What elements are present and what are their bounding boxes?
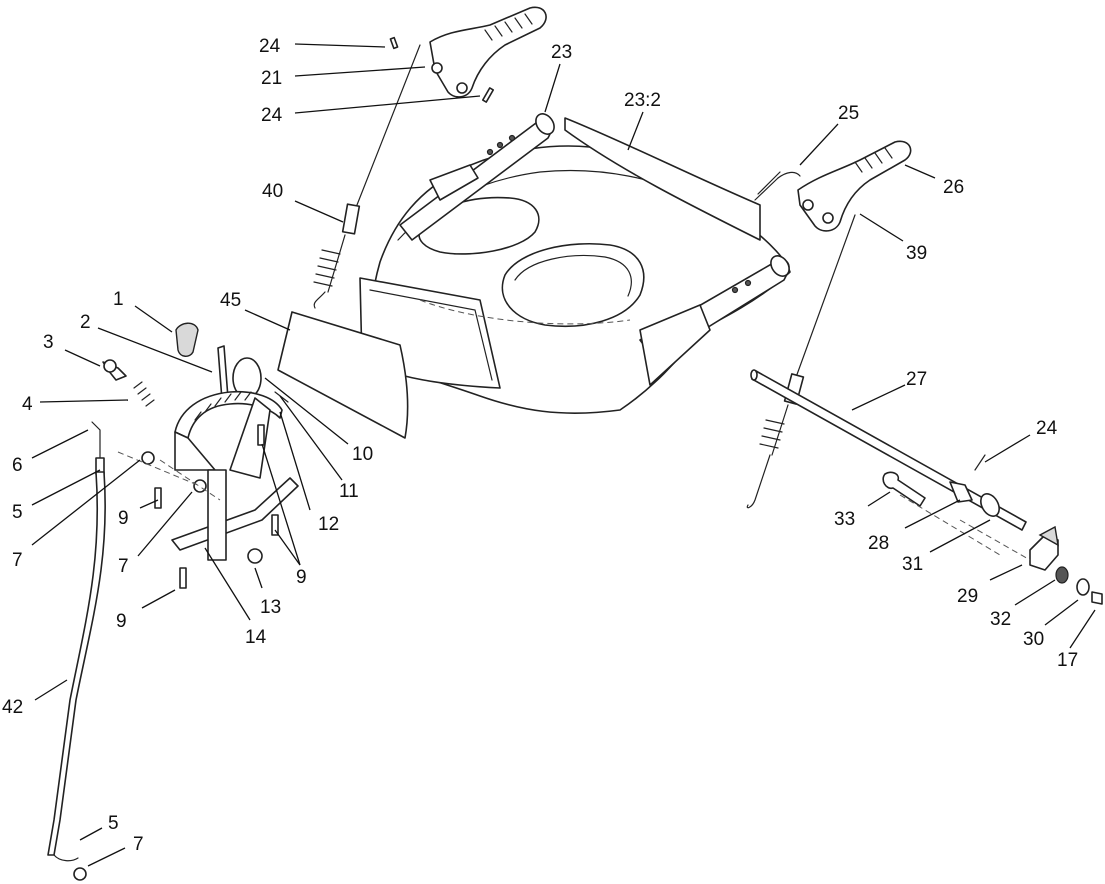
callout-32: 32 bbox=[990, 609, 1011, 630]
callout-28: 28 bbox=[868, 533, 889, 554]
callout-10: 10 bbox=[352, 444, 373, 465]
callout-29: 29 bbox=[957, 586, 978, 607]
callout-9: 9 bbox=[296, 567, 307, 588]
callout-24: 24 bbox=[261, 105, 283, 126]
callout-labels: 24 21 24 23 23:2 25 26 39 40 1 2 45 3 4 … bbox=[2, 36, 1078, 855]
callout-7: 7 bbox=[12, 550, 23, 571]
shift-lever-assembly bbox=[102, 322, 299, 589]
leader-lines bbox=[31, 43, 1096, 867]
callout-14: 14 bbox=[245, 627, 267, 648]
callout-11: 11 bbox=[339, 481, 359, 502]
right-bail-handle bbox=[746, 140, 912, 509]
callout-1: 1 bbox=[113, 289, 124, 310]
callout-25: 25 bbox=[838, 103, 859, 124]
callout-17: 17 bbox=[1057, 650, 1078, 671]
callout-5: 5 bbox=[12, 502, 23, 523]
callout-27: 27 bbox=[906, 369, 927, 390]
decal-panel bbox=[277, 311, 409, 439]
callout-9: 9 bbox=[116, 611, 127, 632]
upper-handle-right bbox=[639, 255, 790, 386]
callout-24: 24 bbox=[259, 36, 281, 57]
callout-13: 13 bbox=[260, 597, 281, 618]
callout-23: 23 bbox=[551, 42, 572, 63]
callout-6: 6 bbox=[12, 455, 23, 476]
callout-39: 39 bbox=[906, 243, 927, 264]
decal-strip bbox=[564, 117, 761, 241]
callout-33: 33 bbox=[834, 509, 855, 530]
callout-21: 21 bbox=[261, 68, 282, 89]
callout-12: 12 bbox=[318, 514, 339, 535]
callout-3: 3 bbox=[43, 332, 54, 353]
callout-2: 2 bbox=[80, 312, 91, 333]
callout-7: 7 bbox=[118, 556, 129, 577]
callout-23-2: 23:2 bbox=[624, 90, 661, 111]
callout-31: 31 bbox=[902, 554, 923, 575]
callout-26: 26 bbox=[943, 177, 964, 198]
callout-42: 42 bbox=[2, 697, 23, 718]
callout-24: 24 bbox=[1036, 418, 1058, 439]
cross-shaft-assembly bbox=[750, 369, 1103, 605]
callout-5: 5 bbox=[108, 813, 119, 834]
callout-4: 4 bbox=[22, 394, 33, 415]
callout-30: 30 bbox=[1023, 629, 1044, 650]
callout-9: 9 bbox=[118, 508, 129, 529]
upper-handle-left bbox=[399, 113, 555, 241]
left-bail-handle bbox=[313, 6, 547, 309]
dashboard-console bbox=[359, 145, 791, 414]
callout-45: 45 bbox=[220, 290, 241, 311]
callout-40: 40 bbox=[262, 181, 283, 202]
shift-rod bbox=[47, 421, 106, 881]
callout-7: 7 bbox=[133, 834, 144, 855]
